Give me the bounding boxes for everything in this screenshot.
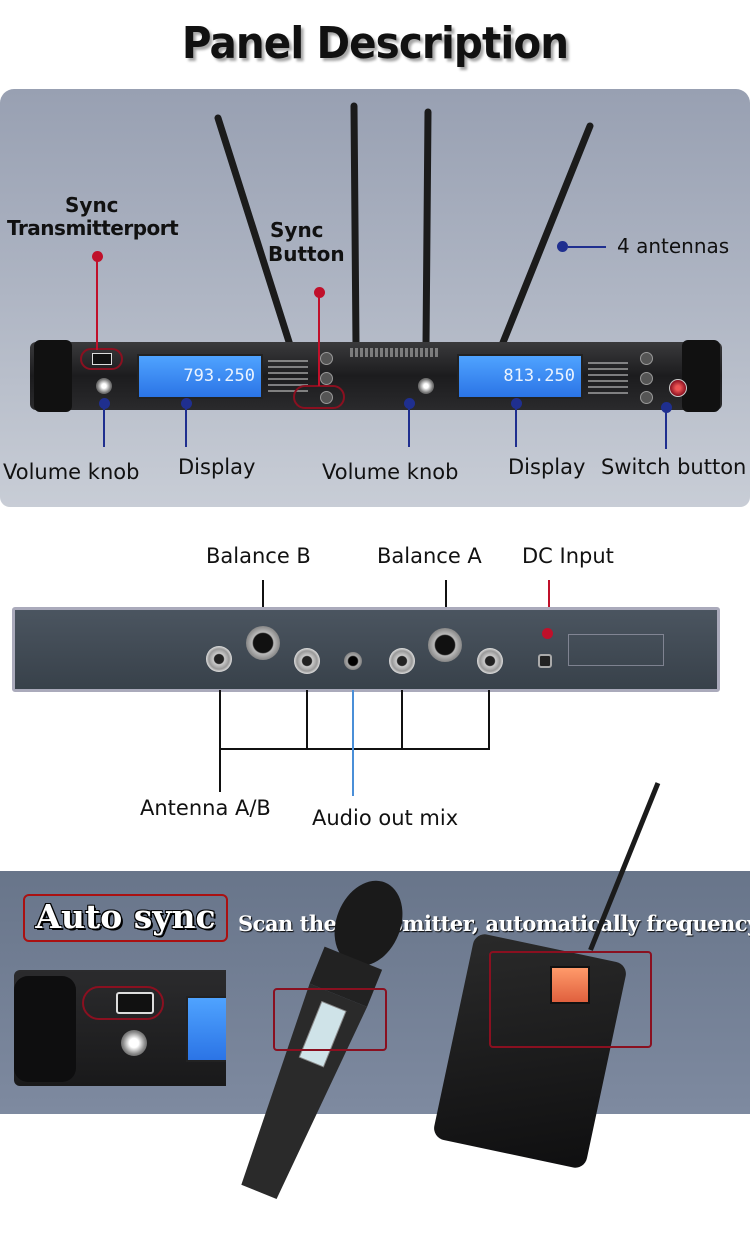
line-balance-b: [262, 580, 264, 630]
lcd-frequency-right: 813.250: [503, 366, 575, 386]
brand-plate: [350, 348, 438, 357]
sync-port-highlight: [80, 348, 123, 370]
callout-line-display-left: [185, 405, 187, 447]
mic-display-highlight: [273, 988, 387, 1051]
callout-sync-button-line2: Button: [268, 242, 345, 266]
callout-sync-port-line1: Sync: [65, 193, 119, 217]
label-balance-b: Balance B: [206, 544, 311, 568]
callout-line-sync-port: [96, 258, 98, 350]
lcd-frequency-left: 793.250: [183, 366, 255, 386]
callout-dot-display-left: [181, 398, 192, 409]
label-dc-input: DC Input: [522, 544, 614, 568]
line-balance-a: [445, 580, 447, 630]
bodypack-display-highlight: [489, 951, 652, 1048]
callout-line-volume-left: [103, 405, 105, 447]
callout-dot-volume-left: [99, 398, 110, 409]
down-button-left[interactable]: [320, 372, 333, 385]
receiver-handle: [14, 976, 76, 1082]
callout-sync-port-line2: Transmitterport: [7, 216, 179, 240]
sync-button[interactable]: [320, 391, 333, 404]
callout-sync-button-line1: Sync: [270, 218, 324, 242]
right-handle: [682, 340, 720, 412]
callout-line-switch: [665, 409, 667, 449]
auto-sync-description: Scan the transmitter, automatically freq…: [238, 911, 750, 936]
bnc-connector-ant-a-left: [206, 646, 232, 672]
front-panel-section: [0, 89, 750, 507]
callout-line-volume-center: [408, 405, 410, 447]
line-ant-a-right: [401, 690, 403, 750]
handheld-microphone: [241, 880, 403, 1199]
xlr-connector-balance-b: [246, 626, 280, 660]
line-ant-b-right: [488, 690, 490, 750]
lcd-display-left: 793.250: [137, 354, 263, 399]
sync-port-closeup-highlight: [82, 986, 164, 1020]
sync-port[interactable]: [92, 353, 112, 365]
rear-panel-unit: [12, 607, 720, 692]
callout-display-right: Display: [508, 455, 586, 479]
caution-label: [568, 634, 664, 666]
bnc-connector-ant-b-left: [294, 648, 320, 674]
switch-button[interactable]: [669, 379, 687, 397]
label-audio-out-mix: Audio out mix: [312, 806, 459, 830]
callout-dot-antennas: [557, 241, 568, 252]
dot-dc-input: [542, 628, 553, 639]
line-antenna-bus: [219, 748, 490, 750]
sync-button-right[interactable]: [640, 391, 653, 404]
antennas-illustration: [214, 102, 594, 349]
callout-switch-button: Switch button: [601, 455, 747, 479]
auto-sync-heading: Auto sync: [23, 894, 228, 942]
down-button-right[interactable]: [640, 372, 653, 385]
xlr-connector-balance-a: [428, 628, 462, 662]
label-balance-a: Balance A: [377, 544, 482, 568]
menu-list-right: [588, 362, 628, 394]
callout-volume-knob-center: Volume knob: [322, 460, 459, 484]
sync-button-highlight: [293, 385, 345, 409]
up-button-left[interactable]: [320, 352, 333, 365]
label-antenna-ab: Antenna A/B: [140, 796, 271, 820]
bnc-connector-ant-a-right: [389, 648, 415, 674]
volume-knob-center[interactable]: [418, 378, 434, 394]
lcd-display-right: 813.250: [457, 354, 583, 399]
callout-line-antennas: [568, 246, 606, 248]
callout-volume-knob-left: Volume knob: [3, 460, 140, 484]
line-ant-a-left: [219, 690, 221, 792]
callout-line-display-right: [515, 405, 517, 447]
callout-display-left: Display: [178, 455, 256, 479]
line-dc-input: [548, 580, 550, 632]
callout-dot-switch: [661, 402, 672, 413]
callout-dot-sync-button: [314, 287, 325, 298]
left-handle: [34, 340, 72, 412]
audio-out-mix-jack: [344, 652, 362, 670]
bnc-connector-ant-b-right: [477, 648, 503, 674]
volume-knob-left[interactable]: [96, 378, 112, 394]
callout-antennas: 4 antennas: [617, 234, 730, 258]
line-audio-out-mix: [352, 690, 354, 796]
callout-dot-sync-port: [92, 251, 103, 262]
bodypack-display: [550, 966, 590, 1004]
dc-input-jack: [538, 654, 552, 668]
callout-line-sync-button: [318, 294, 320, 386]
line-ant-b-left: [306, 690, 308, 750]
receiver-lcd-closeup: [186, 996, 226, 1062]
volume-knob-closeup[interactable]: [121, 1030, 147, 1056]
callout-dot-display-right: [511, 398, 522, 409]
callout-dot-volume-center: [404, 398, 415, 409]
page-title: Panel Description: [181, 18, 569, 69]
up-button-right[interactable]: [640, 352, 653, 365]
